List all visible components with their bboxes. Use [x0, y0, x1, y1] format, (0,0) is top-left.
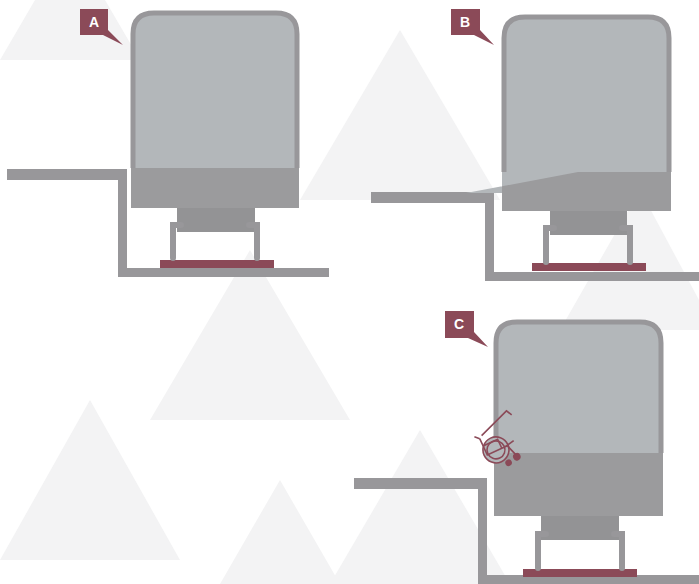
- panel-b: [371, 9, 699, 281]
- panel-a: [7, 9, 329, 277]
- panel-c: [354, 311, 699, 584]
- wheelchair-icon: [470, 410, 530, 474]
- callout-letter: B: [451, 9, 479, 35]
- callout-letter: C: [445, 311, 473, 337]
- callout-letter: A: [80, 9, 108, 35]
- bridge-plate: [466, 172, 578, 193]
